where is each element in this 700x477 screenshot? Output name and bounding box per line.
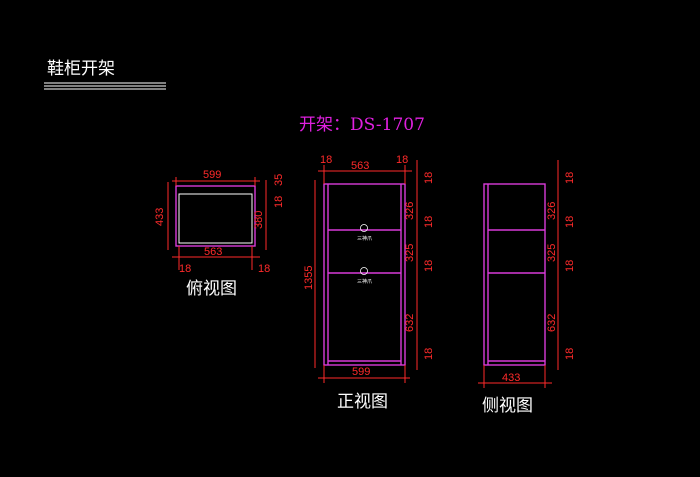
top-view-depth-outer: 433 [154,208,166,226]
side-view-right-dim-7: 18 [564,348,576,360]
heading-underline [44,82,166,90]
top-view-width-inner: 563 [204,246,222,258]
knob-icon [360,224,368,232]
side-view: 433 18 326 18 325 18 632 18 侧视图 [478,160,576,416]
front-view-right-dim-7: 18 [423,348,435,360]
side-view-right-dim-3: 18 [564,216,576,228]
top-view-width-outer: 599 [203,169,221,181]
front-view-right-dim-3: 18 [423,216,435,228]
top-view-side-left: 18 [179,263,191,275]
knob-icon [360,267,368,275]
top-view-side-right: 18 [258,263,270,275]
front-view-knob-text-2: 三神爪 [357,278,372,285]
model-title: 开架：DS-1707 [299,115,425,135]
top-view-back: 35 [273,174,285,186]
front-view-right-dim-2: 326 [404,202,416,220]
front-view-side-left: 18 [320,154,332,166]
front-view-right-dim-4: 325 [404,244,416,262]
top-view: 599 563 18 18 433 380 18 35 俯视图 [154,169,285,299]
side-view-label: 侧视图 [482,396,533,416]
side-view-right-dim-6: 632 [546,314,558,332]
front-view-knob-text-1: 三神爪 [357,235,372,242]
side-view-right-dim-1: 18 [564,172,576,184]
top-view-inner [178,193,253,244]
front-view-side-right: 18 [396,154,408,166]
top-view-outline [175,185,256,247]
front-view-label: 正视图 [337,392,388,412]
front-view-right-dim-5: 18 [423,260,435,272]
side-view-right-dim-4: 325 [546,244,558,262]
side-view-right-dim-2: 326 [546,202,558,220]
side-view-outline [483,183,546,366]
front-view: 三神爪 三神爪 18 563 18 1355 599 18 326 18 325… [303,154,435,412]
front-view-inner-width: 563 [351,160,369,172]
side-view-right-dim-5: 18 [564,260,576,272]
top-view-side-top: 18 [273,196,285,208]
front-view-width: 599 [352,366,370,378]
front-view-right-dim-1: 18 [423,172,435,184]
front-view-right-dim-6: 632 [404,314,416,332]
top-view-depth-inner: 380 [253,211,265,229]
side-view-depth: 433 [502,372,520,384]
top-view-label: 俯视图 [186,279,237,299]
drawing-heading: 鞋柜开架 [47,59,115,79]
front-view-height: 1355 [303,266,315,290]
front-view-outline [323,183,406,366]
